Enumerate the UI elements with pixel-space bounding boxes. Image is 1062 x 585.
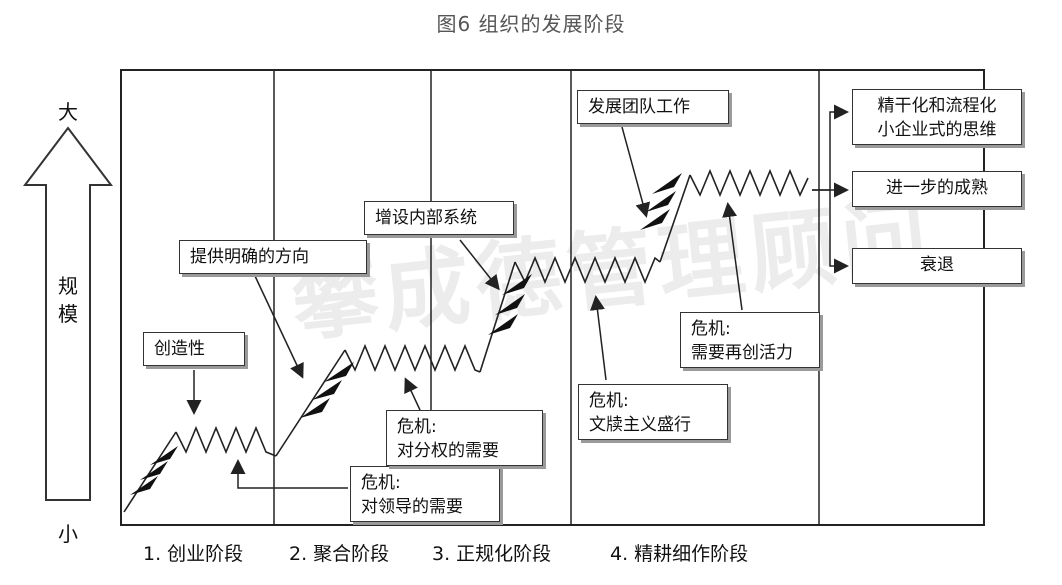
pointer-arrow [230,459,348,489]
stage-label-1: 1. 创业阶段 [143,543,244,565]
growth-arrowhead [300,398,330,418]
figure-title: 图6 组织的发展阶段 [436,12,626,36]
pointer-arrow [722,202,743,311]
stage-label-3: 3. 正规化阶段 [432,543,552,565]
growth-arrowhead [324,362,354,382]
growth-line [659,174,691,263]
pointer-arrow [459,239,500,291]
pointer-arrow [590,295,607,381]
pointer-arrow [404,377,421,411]
scale-top-label: 大 [58,100,78,124]
growth-arrowhead [150,446,178,465]
growth-arrowhead [502,274,532,295]
growth-arrowhead [488,314,518,335]
branch-arrow [812,104,849,191]
growth-line [275,349,346,457]
crisis-text: 需要再创活力 [691,343,793,363]
crisis-red-tape-box: 危机: 文牍主义盛行 [578,384,728,440]
growth-arrowhead [140,461,168,480]
outcome-decline-box: 衰退 [852,248,1022,284]
crisis-text: 对分权的需要 [397,441,499,461]
outcome-line: 精干化和流程化 [877,96,997,116]
growth-arrowheads [130,173,682,495]
crisis-autonomy-box: 危机: 对分权的需要 [386,410,543,466]
driver-direction-box: 提供明确的方向 [179,240,367,274]
driver-creativity-box: 创造性 [143,332,245,366]
pointer-arrow [254,275,304,379]
crisis-text: 文牍主义盛行 [589,415,691,435]
stage-label-4: 4. 精耕细作阶段 [610,543,749,565]
growth-arrowhead [640,209,670,230]
crisis-title: 危机: [361,473,401,493]
driver-teamwork-box: 发展团队工作 [577,90,729,124]
crisis-title: 危机: [397,417,437,437]
zigzag-crisis-1 [175,425,277,457]
outcome-streamline-box: 精干化和流程化 小企业式的思维 [852,89,1022,145]
zigzag-crisis-4 [689,168,809,198]
branch-arrow [829,190,849,274]
growth-arrowhead [646,191,676,212]
crisis-text: 对领导的需要 [361,497,463,517]
growth-arrowhead [495,294,525,315]
crisis-leadership-box: 危机: 对领导的需要 [350,466,500,522]
stage-label-2: 2. 聚合阶段 [289,543,390,565]
outcome-maturity-box: 进一步的成熟 [852,171,1022,207]
driver-systems-box: 增设内部系统 [364,201,514,235]
growth-line [123,431,177,513]
crisis-title: 危机: [589,391,629,411]
growth-arrowhead [130,476,158,495]
pointer-arrow [621,126,651,218]
crisis-renewal-box: 危机: 需要再创活力 [680,312,820,368]
growth-arrowhead [312,380,342,400]
scale-bottom-label: 小 [58,522,78,546]
outcome-line: 小企业式的思维 [877,120,997,140]
diagram-frame [120,69,985,526]
growth-line [479,261,516,373]
crisis-title: 危机: [691,319,731,339]
scale-axis-label: 规模 [57,272,79,328]
zigzag-crisis-2 [344,343,481,373]
growth-arrowhead [652,173,682,194]
zigzag-crisis-3 [514,255,661,285]
